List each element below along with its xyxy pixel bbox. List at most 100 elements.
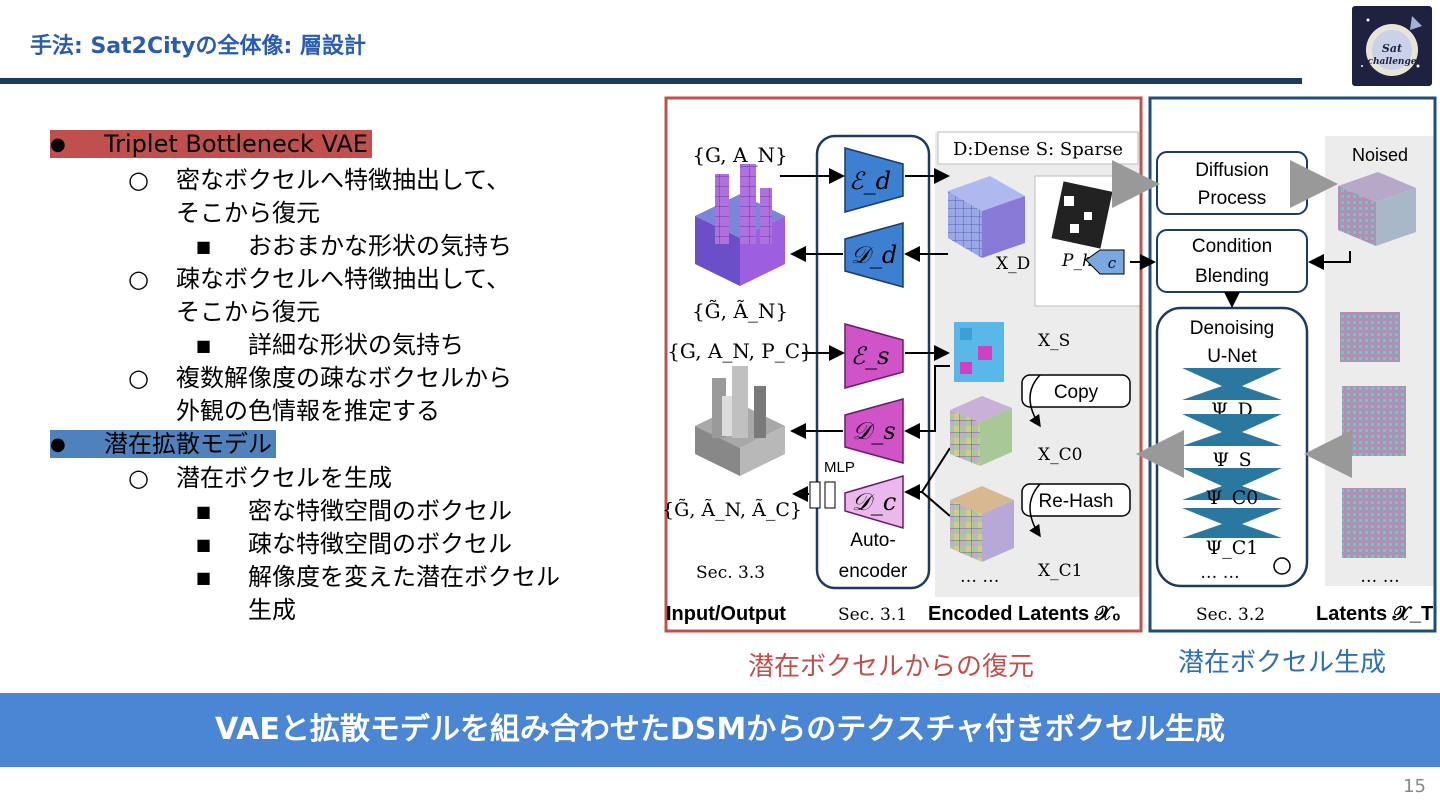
bullet-item-diffusion: ●潜在拡散モデル xyxy=(50,428,276,461)
bullet-square: ■ xyxy=(196,568,212,587)
encoder-dense xyxy=(844,147,904,213)
bullet-square: ■ xyxy=(196,502,212,521)
color-latent-cube-c1 xyxy=(950,486,1014,562)
dense-sparse-label: D:Dense S: Sparse xyxy=(953,139,1123,160)
input-recon-label: {G̃, Ã_N} xyxy=(692,299,788,323)
bullet-text: 潜在ボクセルを生成 xyxy=(176,464,392,492)
bullet-text: 外観の色情報を推定する xyxy=(176,397,440,425)
encoder-sparse-label: ℰ_s xyxy=(851,342,890,370)
decoder-color-label: 𝒟_c xyxy=(852,488,897,516)
vae-frame xyxy=(664,96,1143,633)
bullet-text: 疎なボクセルへ特徴抽出して、 xyxy=(176,265,511,293)
diffusion-label-2: Process xyxy=(1198,188,1267,209)
color-latent-cube-c0 xyxy=(950,396,1012,466)
mlp-block-2 xyxy=(824,481,836,509)
bottom-banner: VAEと拡散モデルを組み合わせたDSMからのテクスチャ付きボクセル生成 xyxy=(0,693,1440,767)
copy-label: Copy xyxy=(1054,382,1099,403)
autoencoder-label-2: encoder xyxy=(839,561,908,582)
bullet-text: 詳細な形状の気持ち xyxy=(248,331,464,359)
unet-block-1 xyxy=(1182,368,1282,386)
architecture-diagram: D:Dense S: Sparse {G, A_N} {G̃, Ã_N} {G,… xyxy=(662,96,1437,633)
encoder-sparse xyxy=(844,323,904,389)
bullet-text: そこから復元 xyxy=(176,199,320,227)
latent-cube-3 xyxy=(1342,488,1406,558)
rehash-label: Re-Hash xyxy=(1039,491,1114,512)
autoencoder-box xyxy=(815,134,931,590)
unet-block-2 xyxy=(1182,414,1282,432)
caption-left: 潜在ボクセルからの復元 xyxy=(748,652,1035,682)
decoder-sparse-label: 𝒟_s xyxy=(852,417,895,445)
bullet-text: 疎な特徴空間のボクセル xyxy=(248,530,512,558)
decoder-sparse xyxy=(844,398,904,464)
xc0-label: X_C0 xyxy=(1038,445,1082,465)
diffusion-label-1: Diffusion xyxy=(1195,160,1269,181)
input-sparse-label: {G, A_N, P_C} xyxy=(667,339,813,363)
title-underline xyxy=(0,78,1302,84)
page-number: 15 xyxy=(1403,776,1426,797)
bullet-text: おおまかな形状の気持ち xyxy=(248,232,512,260)
psi-s-label: Ψ_S xyxy=(1212,449,1251,471)
input-output-label: Input/Output xyxy=(666,603,786,625)
city-textured xyxy=(695,366,785,476)
decoder-dense xyxy=(844,222,904,288)
ph-label: P_h xyxy=(1061,251,1093,271)
city-voxel-top xyxy=(695,164,785,286)
caption-right: 潜在ボクセル生成 xyxy=(1178,648,1387,678)
sparse-latent-cube xyxy=(954,322,1004,382)
slide-title: 手法: Sat2Cityの全体像: 層設計 xyxy=(30,34,366,59)
condition-label-2: Blending xyxy=(1195,266,1269,287)
denoising-label-1: Denoising xyxy=(1190,318,1275,339)
bullet-square: ■ xyxy=(196,237,212,256)
decoder-dense-label: 𝒟_d xyxy=(851,241,898,269)
dots-encoded: … … xyxy=(960,567,999,587)
latents-label: Latents 𝒳_T xyxy=(1316,603,1433,625)
latent-cube-1 xyxy=(1340,312,1400,362)
rehash-box xyxy=(1021,483,1131,517)
denoising-label-2: U-Net xyxy=(1207,346,1257,367)
xc1-label: X_C1 xyxy=(1038,561,1082,581)
autoencoder-label-1: Auto- xyxy=(850,530,895,551)
dense-latent-cube xyxy=(948,176,1025,258)
diffusion-frame xyxy=(1148,96,1437,633)
c-encoder xyxy=(1085,249,1125,275)
bullet-item: ○ xyxy=(128,464,149,492)
c-label: c xyxy=(1108,254,1117,272)
mlp-block-1 xyxy=(809,481,821,509)
sec33-label: Sec. 3.3 xyxy=(696,563,765,583)
encoded-latents-label: Encoded Latents 𝒳₀ xyxy=(928,603,1121,625)
unet-block-3 xyxy=(1182,468,1282,486)
encoder-dense-label: ℰ_d xyxy=(849,167,891,195)
bullet-item: ○ xyxy=(128,166,149,194)
copy-box xyxy=(1021,374,1131,408)
svg-text:Sat: Sat xyxy=(1382,42,1402,55)
bullet-square: ■ xyxy=(196,535,212,554)
bullet-text: そこから復元 xyxy=(176,298,320,326)
latent-cube-2 xyxy=(1342,386,1406,456)
sec31-label: Sec. 3.1 xyxy=(838,605,907,625)
condition-label-1: Condition xyxy=(1192,236,1272,257)
sat-challenge-logo: Sat challenge xyxy=(1352,6,1432,86)
decoder-color xyxy=(844,474,904,530)
bullet-item-vae: ●Triplet Bottleneck VAE xyxy=(50,128,372,161)
bullet-text: 生成 xyxy=(248,596,296,624)
dots-latents: … … xyxy=(1360,567,1399,587)
loop-icon xyxy=(1273,557,1291,575)
psi-c0-label: Ψ_C0 xyxy=(1206,487,1259,509)
bullet-text: 密なボクセルへ特徴抽出して、 xyxy=(176,166,511,194)
xd-label: X_D xyxy=(996,254,1030,274)
output-color-label: {G̃, Ã_N, Ã_C} xyxy=(662,499,802,521)
bullet-item: ○ xyxy=(128,265,149,293)
input-top-label: {G, A_N} xyxy=(692,143,787,167)
sec32-label: Sec. 3.2 xyxy=(1196,605,1265,625)
noised-label: Noised xyxy=(1352,145,1408,165)
bullet-text: 密な特徴空間のボクセル xyxy=(248,497,512,525)
unet-block-4 xyxy=(1182,508,1282,524)
dots-unet: … … xyxy=(1200,563,1239,583)
bullet-text: 複数解像度の疎なボクセルから xyxy=(176,364,512,392)
bullet-text: 解像度を変えた潜在ボクセル xyxy=(248,563,560,591)
mlp-label: MLP xyxy=(824,459,855,476)
noised-cube xyxy=(1338,172,1416,246)
psi-c1-label: Ψ_C1 xyxy=(1206,537,1259,559)
svg-text:challenge: challenge xyxy=(1368,57,1417,67)
xs-label: X_S xyxy=(1038,331,1070,351)
